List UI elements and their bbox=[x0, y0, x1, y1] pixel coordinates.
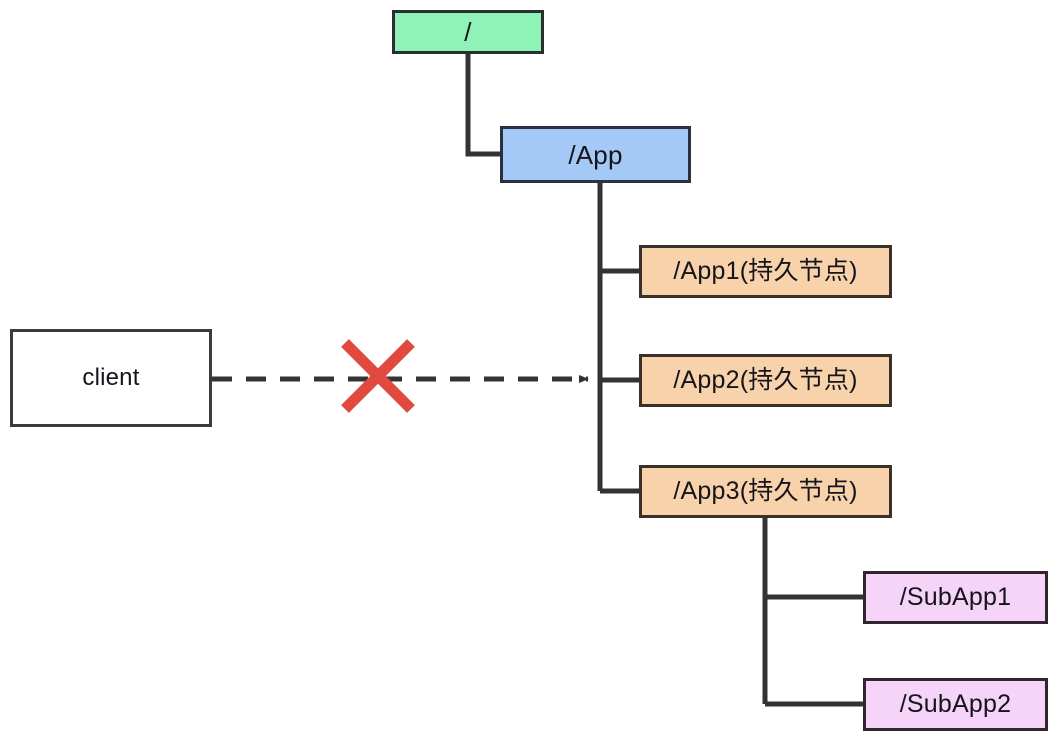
red-x-blocked-marker bbox=[341, 339, 415, 413]
node-app2-label: /App2(持久节点) bbox=[673, 366, 858, 394]
node-app3-label: /App3(持久节点) bbox=[673, 477, 858, 505]
node-app2-znode[interactable]: /App2(持久节点) bbox=[639, 354, 892, 407]
node-app-znode[interactable]: /App bbox=[500, 126, 691, 183]
node-root-znode[interactable]: / bbox=[392, 10, 544, 54]
node-app1-znode[interactable]: /App1(持久节点) bbox=[639, 245, 892, 298]
node-subapp2-znode[interactable]: /SubApp2 bbox=[863, 678, 1048, 731]
node-subapp2-label: /SubApp2 bbox=[899, 690, 1012, 718]
node-subapp1-znode[interactable]: /SubApp1 bbox=[863, 571, 1048, 624]
node-root-label: / bbox=[464, 17, 472, 47]
node-app-label: /App bbox=[568, 139, 623, 170]
node-client-label: client bbox=[82, 364, 140, 391]
node-app3-znode[interactable]: /App3(持久节点) bbox=[639, 465, 892, 518]
node-app1-label: /App1(持久节点) bbox=[673, 257, 858, 285]
node-client-actor[interactable]: client bbox=[10, 329, 212, 427]
edge-root-to-app bbox=[465, 54, 500, 157]
node-subapp1-label: /SubApp1 bbox=[899, 583, 1012, 611]
